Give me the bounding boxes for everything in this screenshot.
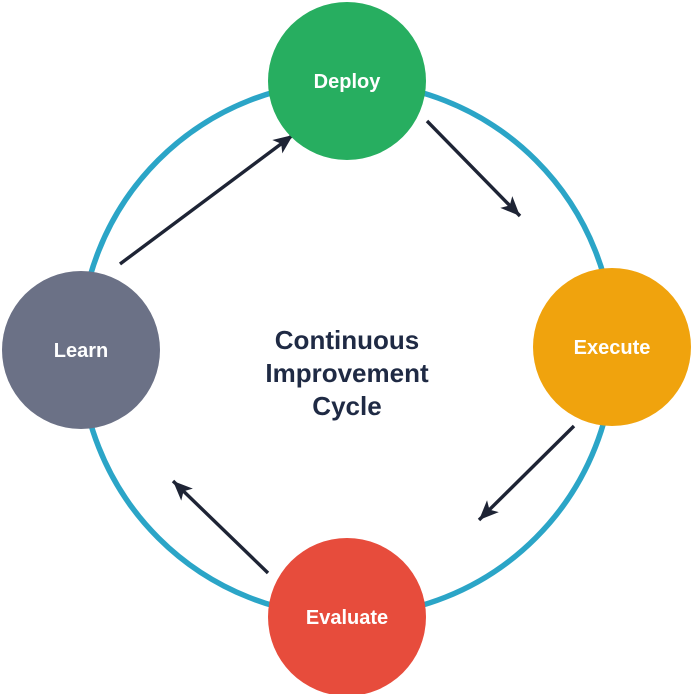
arrow-execute-to-evaluate bbox=[477, 424, 576, 522]
node-execute-label: Execute bbox=[574, 337, 651, 359]
center-title-line-3: Cycle bbox=[312, 391, 381, 421]
node-execute bbox=[533, 268, 691, 426]
arrow-learn-to-deploy bbox=[118, 133, 295, 266]
node-learn bbox=[2, 271, 160, 429]
center-title-line-1: Continuous bbox=[275, 325, 419, 355]
arrow-deploy-to-execute bbox=[425, 119, 522, 218]
node-learn-label: Learn bbox=[54, 340, 108, 362]
arrow-evaluate-to-learn bbox=[171, 479, 270, 575]
center-title: Continuous Improvement Cycle bbox=[265, 325, 429, 421]
node-deploy bbox=[268, 2, 426, 160]
node-evaluate bbox=[268, 538, 426, 694]
node-evaluate-label: Evaluate bbox=[306, 607, 388, 629]
center-title-line-2: Improvement bbox=[265, 358, 429, 388]
node-deploy-label: Deploy bbox=[314, 71, 382, 93]
